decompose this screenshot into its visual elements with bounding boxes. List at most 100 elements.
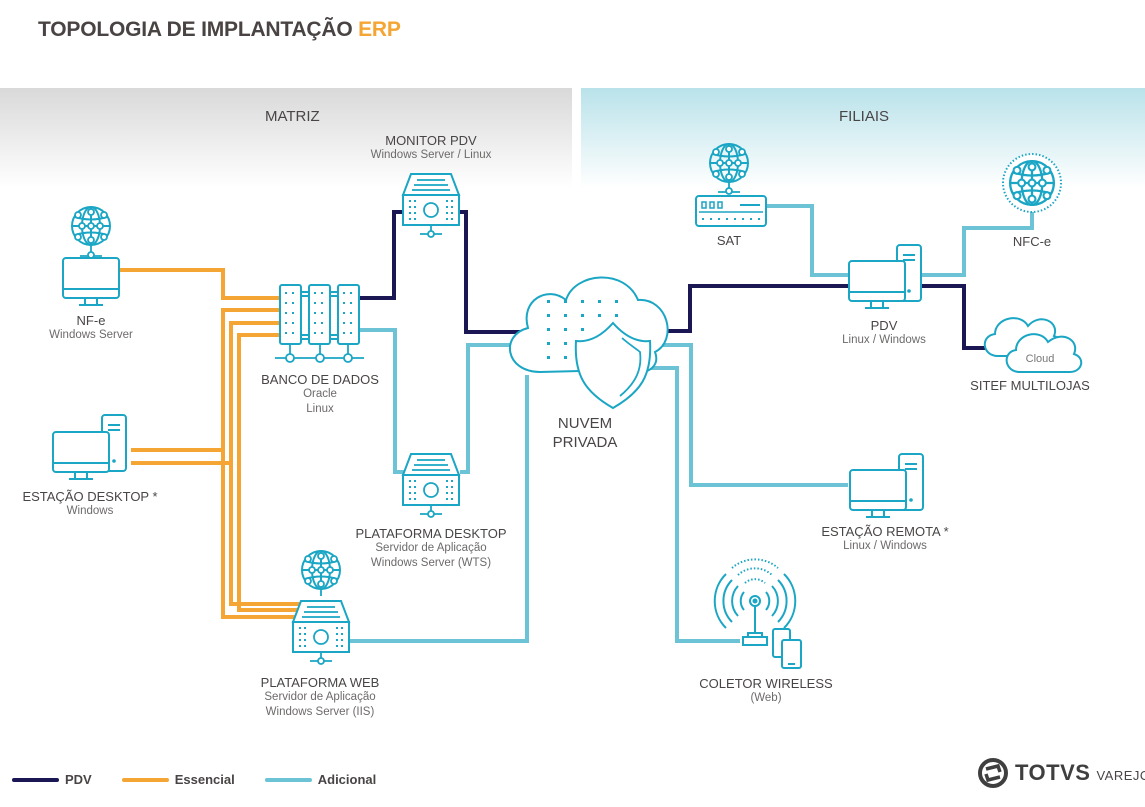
link-desktop-banco-2 — [131, 321, 280, 465]
sitef-node[interactable]: Cloud — [983, 317, 1083, 373]
link-sat-pdv — [766, 204, 848, 277]
link-banco-platdesktop — [360, 328, 405, 474]
sitef-label: SITEF MULTILOJAS — [970, 378, 1090, 393]
pdv-node[interactable] — [848, 244, 922, 309]
legend-swatch — [264, 777, 312, 782]
totvs-logo: TOTVS VAREJO — [978, 758, 1145, 788]
link-pdv-nfce — [922, 212, 1034, 277]
legend-swatch — [121, 777, 169, 782]
link-nuvem-pdv — [660, 284, 848, 333]
node-name: PRIVADA — [552, 434, 618, 451]
link-platdesktop-nuvem — [460, 343, 520, 474]
sat-node[interactable] — [695, 143, 767, 227]
link-monitor-nuvem — [460, 210, 520, 334]
zone-matriz-label: MATRIZ — [265, 108, 320, 125]
plataforma-web-node[interactable] — [292, 550, 350, 665]
node-sub: (Web) — [750, 692, 782, 704]
node-name: PLATAFORMA DESKTOP — [355, 526, 507, 541]
logo-brand: TOTVS — [1015, 760, 1091, 785]
totvs-logo-icon — [978, 758, 1008, 788]
node-sub: Oracle — [303, 388, 337, 400]
estacao-remota-label: ESTAÇÃO REMOTA * Linux / Windows — [821, 524, 948, 554]
banco-dados-node[interactable] — [275, 284, 364, 363]
node-sub: Windows — [66, 505, 114, 517]
link-nuvem-coletor — [648, 366, 740, 643]
zone-filiais-label: FILIAIS — [839, 108, 890, 125]
database-rack-icon — [279, 284, 360, 345]
link-pdv-sitef — [922, 284, 990, 350]
title-accent: ERP — [358, 18, 401, 41]
legend-label: Essencial — [174, 772, 235, 787]
node-name: PDV — [870, 318, 898, 333]
node-name: NF-e — [76, 313, 106, 328]
shield-icon — [574, 321, 652, 410]
sat-device-icon — [695, 195, 767, 227]
page-title: TOPOLOGIA DE IMPLANTAÇÃO ERP — [38, 18, 401, 42]
estacao-desktop-label: ESTAÇÃO DESKTOP * Windows — [22, 489, 157, 519]
legend-label: PDV — [65, 772, 92, 787]
nuvem-privada-node[interactable] — [508, 276, 669, 410]
node-name: MONITOR PDV — [385, 133, 477, 148]
coletor-wireless-node[interactable] — [713, 558, 802, 669]
link-banco-monitor — [358, 210, 403, 300]
phone-icon — [781, 639, 802, 669]
node-name: ESTAÇÃO DESKTOP * — [22, 489, 158, 504]
node-sub: Linux / Windows — [843, 540, 927, 552]
node-name: NFC-e — [1012, 234, 1052, 249]
estacao-desktop-node[interactable] — [52, 414, 127, 480]
globe-icon — [301, 550, 341, 590]
legend: PDV Essencial Adicional — [12, 772, 406, 787]
adicional-links — [350, 204, 1034, 643]
monitor-pdv-node[interactable] — [402, 173, 460, 238]
node-name: SITEF MULTILOJAS — [970, 378, 1090, 393]
globe-icon — [71, 206, 111, 246]
nfce-label: NFC-e — [1013, 234, 1051, 249]
node-sub: Windows Server (WTS) — [370, 557, 492, 569]
node-name: SAT — [716, 233, 742, 248]
node-name: COLETOR WIRELESS — [699, 676, 833, 691]
logo-sub: VAREJO — [1096, 767, 1145, 783]
legend-item-essencial: Essencial — [121, 772, 235, 787]
nfe-node[interactable] — [62, 206, 120, 306]
link-nfe-banco — [120, 268, 280, 300]
node-name: ESTAÇÃO REMOTA * — [821, 524, 949, 539]
coletor-wireless-label: COLETOR WIRELESS (Web) — [699, 676, 832, 706]
link-web-nuvem — [350, 375, 529, 643]
nfce-node[interactable] — [1002, 153, 1062, 213]
node-sub: Servidor de Aplicação — [375, 542, 487, 554]
estacao-remota-node[interactable] — [849, 453, 924, 518]
node-name: NUVEM — [557, 415, 613, 432]
node-sub: Linux — [306, 403, 334, 415]
monitor-icon — [62, 257, 120, 306]
node-name: PLATAFORMA WEB — [260, 675, 380, 690]
monitor-icon — [848, 260, 906, 309]
legend-item-adicional: Adicional — [264, 772, 376, 787]
legend-swatch — [12, 777, 59, 782]
banco-dados-label: BANCO DE DADOS Oracle Linux — [261, 372, 379, 417]
nuvem-privada-label: NUVEM PRIVADA — [553, 414, 618, 452]
pdv-label: PDV Linux / Windows — [842, 318, 926, 348]
cloud-icon — [1005, 333, 1083, 373]
node-sub: Windows Server / Linux — [370, 149, 492, 161]
link-desktop-web-2 — [221, 450, 300, 619]
link-banco-web — [237, 333, 300, 612]
plataforma-web-label: PLATAFORMA WEB Servidor de Aplicação Win… — [261, 675, 380, 720]
node-sub: Windows Server — [49, 329, 133, 341]
link-desktop-banco — [131, 308, 280, 452]
monitor-icon — [849, 469, 907, 518]
plataforma-desktop-node[interactable] — [402, 453, 460, 518]
plataforma-desktop-label: PLATAFORMA DESKTOP Servidor de Aplicação… — [356, 526, 507, 571]
cloud-text: Cloud — [1026, 353, 1055, 365]
essencial-links — [120, 268, 300, 619]
globe-icon — [1009, 159, 1056, 206]
nfe-label: NF-e Windows Server — [49, 313, 133, 343]
legend-item-pdv: PDV — [12, 772, 92, 787]
node-name: BANCO DE DADOS — [261, 372, 379, 387]
server-icon — [292, 600, 350, 665]
link-nuvem-remota — [660, 343, 848, 487]
pdv-links — [358, 210, 990, 350]
server-icon — [402, 453, 460, 518]
monitor-pdv-label: MONITOR PDV Windows Server / Linux — [371, 133, 492, 163]
link-desktop-web — [229, 463, 300, 606]
